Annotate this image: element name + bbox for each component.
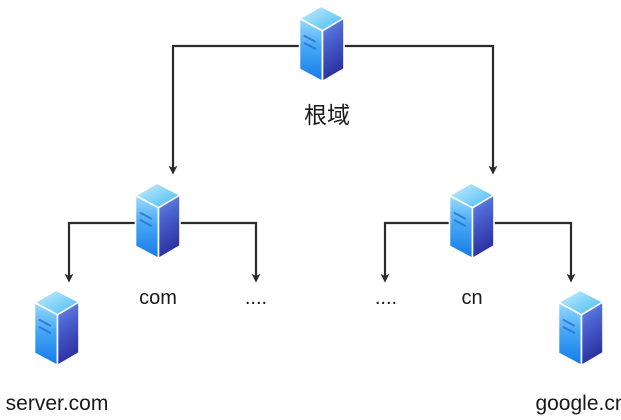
- server-icon-google-cn[interactable]: [557, 289, 605, 367]
- node-label-ellipsis-left: ....: [244, 287, 268, 309]
- edge-com-to-server-com: [64, 221, 158, 283]
- node-label-google-cn: google.cn: [535, 392, 621, 415]
- edge-cn-to-ellipsis: [380, 221, 472, 283]
- node-label-server-com: server.com: [5, 392, 109, 415]
- node-label-ellipsis-right: ....: [374, 287, 398, 309]
- server-icon-root[interactable]: [298, 5, 346, 83]
- server-icon-com[interactable]: [134, 182, 182, 260]
- node-label-com: com: [139, 287, 177, 309]
- edge-com-to-ellipsis: [158, 221, 261, 283]
- node-label-root: 根域: [304, 102, 350, 128]
- server-icon-server-com[interactable]: [33, 289, 81, 367]
- edge-root-to-cn: [322, 44, 498, 175]
- node-label-cn: cn: [461, 287, 483, 309]
- edge-root-to-com: [168, 44, 322, 175]
- edge-cn-to-google-cn: [472, 221, 576, 283]
- server-icon-cn[interactable]: [448, 182, 496, 260]
